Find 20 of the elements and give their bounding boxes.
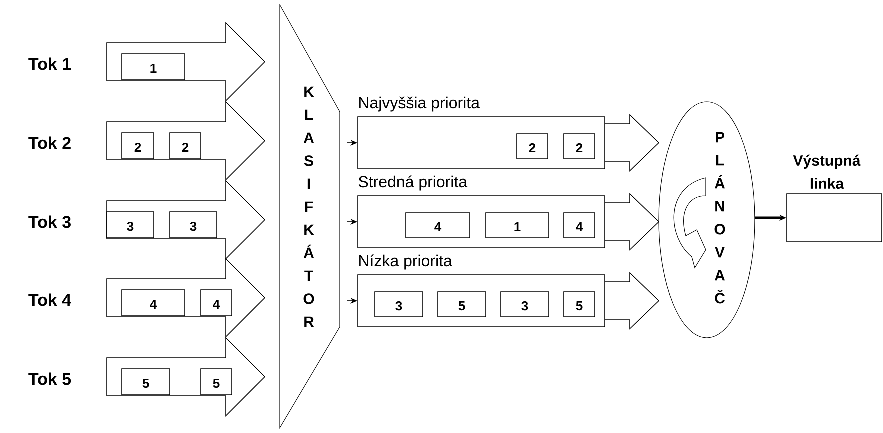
packet-box: 2 bbox=[170, 132, 202, 160]
stream-label: Tok 3 bbox=[28, 216, 71, 228]
packet-box: 3 bbox=[170, 212, 218, 238]
packet-box: 5 bbox=[200, 368, 232, 396]
output-label: Výstupná linka bbox=[793, 154, 861, 190]
stream-label: Tok 2 bbox=[28, 136, 71, 150]
packet-box: 1 bbox=[122, 54, 186, 80]
queue-label: Nízka priorita bbox=[360, 254, 452, 270]
queue-label: Stredná priorita bbox=[358, 176, 468, 191]
stream-label: Tok 5 bbox=[28, 372, 72, 386]
vertical-label: K L A S I F K Á T O R bbox=[304, 86, 314, 328]
vertical-label: P L Á N O V A Č bbox=[714, 132, 726, 304]
stream-label: Tok 4 bbox=[28, 294, 72, 306]
queue-label: Najvyššia priorita bbox=[360, 96, 480, 112]
stream-label: Tok 1 bbox=[28, 58, 72, 70]
packet-box: 4 bbox=[122, 290, 186, 316]
packet-box: 5 bbox=[122, 368, 170, 396]
packet-box: 2 bbox=[122, 132, 154, 160]
packet-box: 3 bbox=[106, 212, 154, 238]
packet-box: 4 bbox=[200, 290, 232, 316]
